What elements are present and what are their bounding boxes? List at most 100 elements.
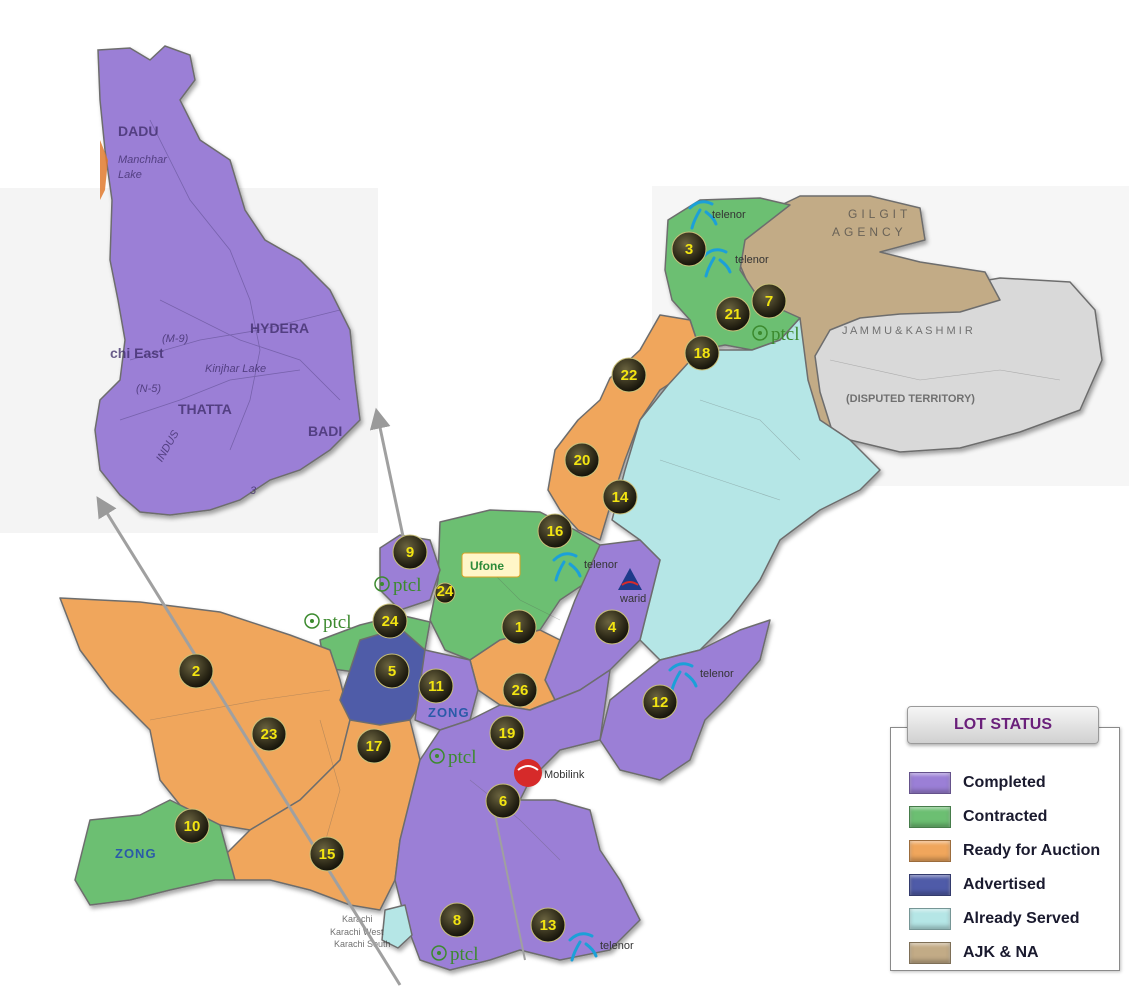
lot-marker-disc — [611, 357, 647, 393]
lot-marker-disc — [374, 653, 410, 689]
label-agency: AGENCY — [832, 225, 907, 239]
inset-place-5: Kinjhar Lake — [205, 363, 266, 375]
lot-marker-label: 7 — [765, 293, 773, 310]
lot-marker-label: 8 — [453, 912, 461, 929]
inset-place-11: 3 — [250, 485, 257, 497]
lot-marker-disc — [715, 296, 751, 332]
legend-item-contracted: Contracted — [909, 800, 1100, 834]
inset-place-4: HYDERA — [250, 320, 309, 336]
svg-text:ptcl: ptcl — [450, 944, 479, 965]
lot-marker-disc — [309, 836, 345, 872]
lot-marker-label: 14 — [612, 489, 629, 506]
telenor-logo-2: telenor — [702, 248, 769, 278]
lot-marker-disc — [564, 442, 600, 478]
lot-marker-label: 10 — [184, 818, 201, 835]
lot-marker-13: 13 — [530, 907, 566, 943]
lot-marker-26: 26 — [502, 672, 538, 708]
lot-marker-7: 7 — [751, 283, 787, 319]
lot-marker-label: 6 — [499, 793, 507, 810]
lot-marker-label: 19 — [499, 725, 516, 742]
lot-marker-label: 22 — [621, 367, 638, 384]
ptcl-logo-4: ptcl — [431, 944, 479, 965]
legend-swatch-ready-for-auction — [909, 840, 951, 862]
lot-marker-disc — [530, 907, 566, 943]
inset-place-0: DADU — [118, 123, 158, 139]
lot-marker-8: 8 — [439, 902, 475, 938]
svg-text:telenor: telenor — [712, 209, 746, 221]
lot-marker-9: 9 — [392, 534, 428, 570]
lot-marker-disc — [671, 231, 707, 267]
lot-marker-disc — [594, 609, 630, 645]
warid-logo: warid — [618, 568, 646, 605]
svg-text:Ufone: Ufone — [470, 559, 504, 573]
lot-marker-label: 18 — [694, 345, 711, 362]
inset-place-6: chi East — [110, 345, 164, 361]
lot-marker-disc — [178, 653, 214, 689]
lot-marker-label: 16 — [547, 523, 564, 540]
inset-region — [94, 45, 361, 516]
lot-marker-label: 17 — [366, 738, 383, 755]
lot-marker-disc — [502, 672, 538, 708]
label-karachi-west: Karachi West — [330, 927, 384, 937]
lot-marker-label: 2 — [192, 663, 200, 680]
legend-label-completed: Completed — [963, 774, 1046, 791]
lot-status-legend: LOT STATUS Completed Contracted Ready fo… — [890, 706, 1120, 971]
legend-item-completed: Completed — [909, 766, 1100, 800]
lot-marker-disc — [251, 716, 287, 752]
ptcl-logo-3: ptcl — [429, 747, 477, 768]
lot-marker-disc — [489, 715, 525, 751]
region-lot-15-17 — [219, 719, 421, 911]
legend-swatch-advertised — [909, 874, 951, 896]
lot-marker-label: 13 — [540, 917, 557, 934]
svg-text:Mobilink: Mobilink — [544, 769, 585, 781]
legend-swatch-contracted — [909, 806, 951, 828]
lot-marker-label: 24 — [437, 583, 454, 600]
lot-marker-1: 1 — [501, 609, 537, 645]
svg-text:telenor: telenor — [600, 940, 634, 952]
svg-text:ptcl: ptcl — [448, 747, 477, 768]
legend-swatch-completed — [909, 772, 951, 794]
svg-text:ptcl: ptcl — [323, 612, 352, 633]
lot-marker-disc — [174, 808, 210, 844]
telenor-logo-5: telenor — [568, 932, 634, 962]
lot-marker-19: 19 — [489, 715, 525, 751]
lot-marker-24: 24 — [372, 603, 408, 639]
inset-place-2: Lake — [118, 169, 142, 181]
lot-marker-20: 20 — [564, 442, 600, 478]
region-karachi — [381, 904, 413, 949]
lot-markers: 1234567891011121314151617181920212223242… — [174, 231, 787, 943]
telenor-logo-4: telenor — [668, 662, 734, 692]
lot-marker-disc — [751, 283, 787, 319]
lot-marker-2: 2 — [178, 653, 214, 689]
lot-marker-12: 12 — [642, 684, 678, 720]
lot-marker-11: 11 — [418, 668, 454, 704]
legend-item-already-served: Already Served — [909, 902, 1100, 936]
lot-marker-label: 11 — [428, 678, 444, 695]
lot-marker-disc — [439, 902, 475, 938]
lot-marker-disc — [356, 728, 392, 764]
lot-marker-16: 16 — [537, 513, 573, 549]
label-kashmir: J A M M U & K A S H M I R — [842, 325, 973, 337]
lot-marker-label: 20 — [574, 452, 591, 469]
mobilink-logo: Mobilink — [514, 759, 585, 787]
legend-swatch-already-served — [909, 908, 951, 930]
svg-text:telenor: telenor — [584, 559, 618, 571]
lot-marker-disc — [602, 479, 638, 515]
svg-text:ptcl: ptcl — [393, 575, 422, 596]
svg-text:telenor: telenor — [700, 668, 734, 680]
legend-item-ajk-na: AJK & NA — [909, 936, 1100, 970]
legend-items: Completed Contracted Ready for Auction A… — [909, 766, 1100, 970]
lot-marker-24: 24 — [434, 582, 456, 604]
legend-label-contracted: Contracted — [963, 808, 1048, 825]
legend-swatch-ajk-na — [909, 942, 951, 964]
lot-marker-22: 22 — [611, 357, 647, 393]
label-disputed: (DISPUTED TERRITORY) — [846, 393, 975, 405]
lot-marker-label: 9 — [406, 544, 414, 561]
lot-marker-21: 21 — [715, 296, 751, 332]
lot-marker-disc — [501, 609, 537, 645]
inset-map: DADU Manchhar Lake (M-9) HYDERA Kinjhar … — [94, 45, 361, 516]
zong-logo-2: ZONG — [115, 846, 156, 861]
legend-title: LOT STATUS — [907, 706, 1099, 744]
lot-marker-disc — [485, 783, 521, 819]
telenor-logo-3: telenor — [552, 552, 618, 582]
